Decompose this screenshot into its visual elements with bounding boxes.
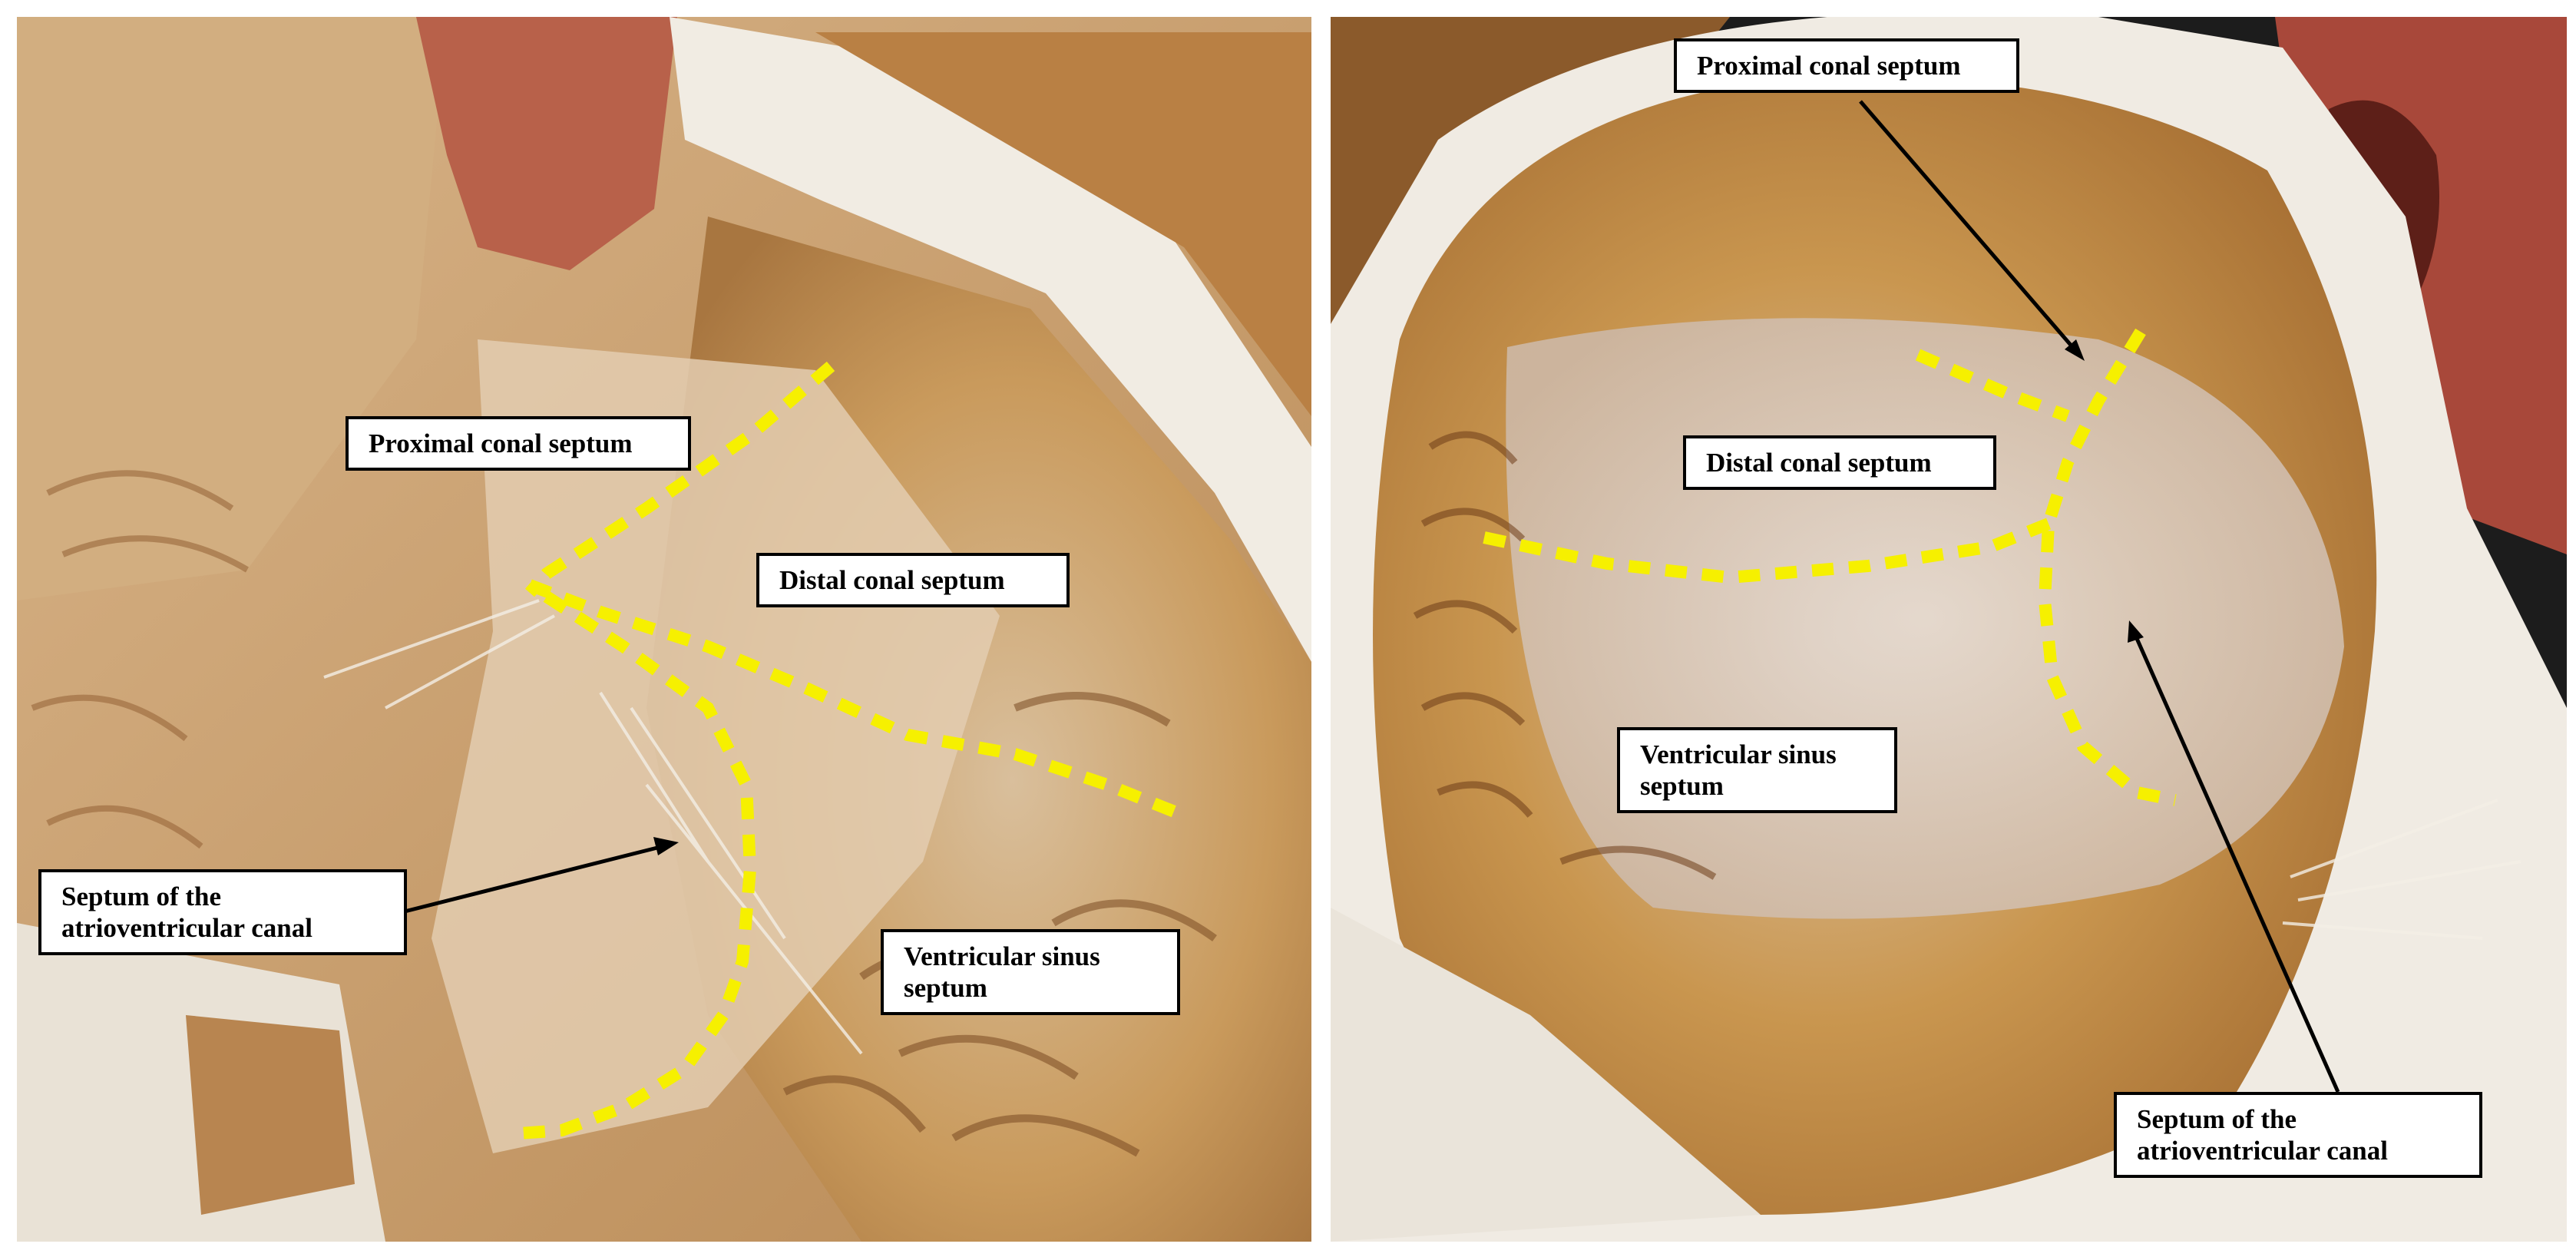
label-distal-conal-septum: Distal conal septum <box>1683 435 1996 490</box>
label-septum-av-canal: Septum of the atrioventricular canal <box>2114 1092 2482 1178</box>
label-proximal-conal-septum: Proximal conal septum <box>1674 38 2019 93</box>
septum-boundary-lines-right <box>1483 328 2177 806</box>
label-distal-conal-septum: Distal conal septum <box>756 553 1070 607</box>
septum-boundary-lines-left <box>508 361 1186 1140</box>
label-ventricular-sinus-septum: Ventricular sinus septum <box>1617 727 1897 813</box>
label-ventricular-sinus-septum: Ventricular sinus septum <box>881 929 1180 1015</box>
arrows-right <box>1859 100 2340 1093</box>
label-proximal-conal-septum: Proximal conal septum <box>346 416 691 471</box>
photo-panel-right: Proximal conal septum Distal conal septu… <box>1331 17 2567 1242</box>
photo-panel-left: Proximal conal septum Distal conal septu… <box>17 17 1311 1242</box>
arrow-left <box>404 837 679 914</box>
heart-specimen-photo-right <box>1331 17 2567 1242</box>
label-septum-av-canal: Septum of the atrioventricular canal <box>38 869 407 955</box>
